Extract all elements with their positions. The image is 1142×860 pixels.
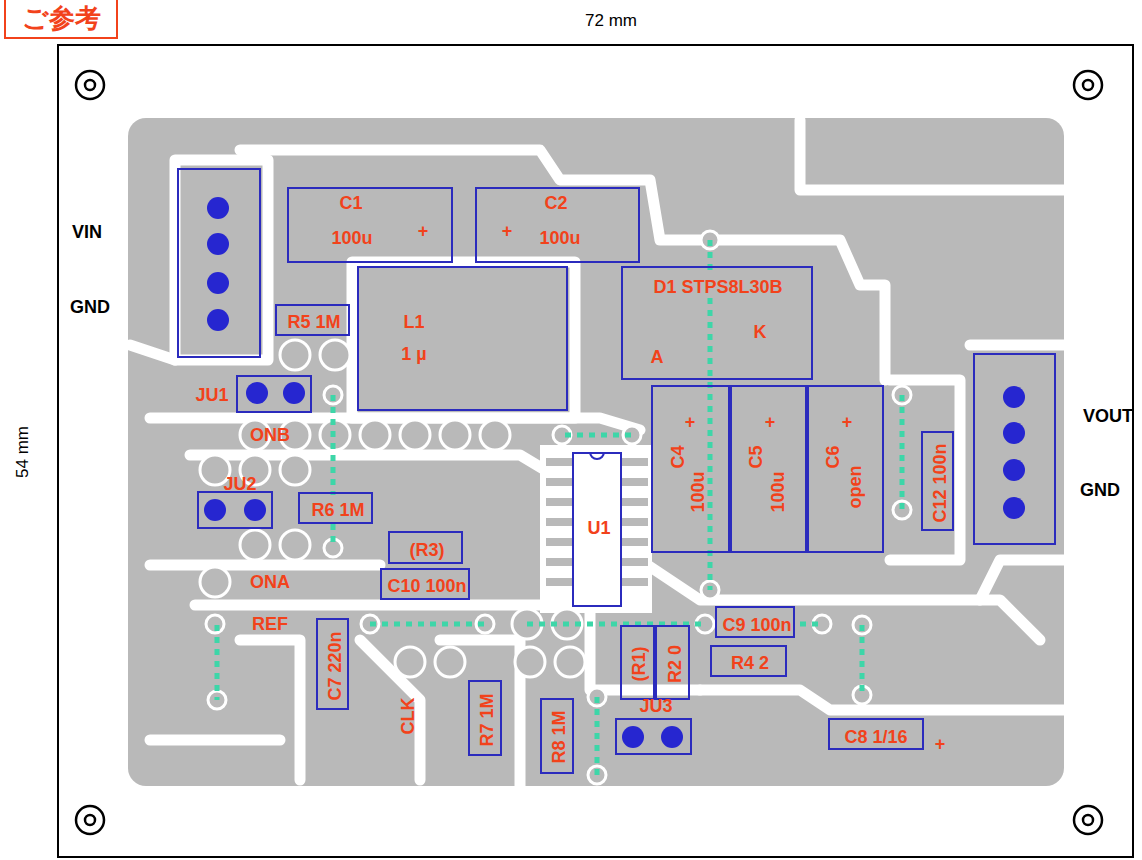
part-label: C10 100n xyxy=(387,577,466,595)
part-label: C7 220n xyxy=(326,631,344,700)
part-label: K xyxy=(754,323,767,341)
capacitor-outline: C1 100u + xyxy=(287,187,453,263)
part-label: 100u xyxy=(331,229,372,247)
resistor-outline: (R1) xyxy=(620,625,655,700)
u1-footprint xyxy=(540,445,652,613)
copper-pour xyxy=(128,118,1064,786)
part-label: JU3 xyxy=(639,697,672,715)
signal-name: ONB xyxy=(250,426,290,444)
part-label: + xyxy=(502,222,513,240)
stamp-text: ご参考 xyxy=(22,5,101,31)
capacitor-outline: C7 220n xyxy=(316,618,349,710)
part-label: C6 xyxy=(824,445,842,468)
part-label: 100u xyxy=(689,471,707,512)
part-label: 1 µ xyxy=(401,345,426,363)
dimension: 72 mm xyxy=(585,12,637,29)
input-connector: VINGND xyxy=(177,168,261,358)
part-label: 100u xyxy=(769,471,787,512)
output-connector: VOUTGND xyxy=(973,353,1056,545)
capacitor-outline: C10 100n xyxy=(380,568,470,600)
jumper-header: JU3 xyxy=(615,718,692,755)
dimension: 54 mm xyxy=(14,426,31,478)
capacitor-outline: C12 100n xyxy=(921,431,954,531)
part-label: R8 1M xyxy=(550,710,568,763)
capacitor-outline: + C4100u xyxy=(651,385,730,553)
mounting-holes xyxy=(76,71,1102,834)
capacitor-outline: +C5100u xyxy=(730,385,807,553)
stamp-frame xyxy=(5,0,117,38)
part-label: C4 xyxy=(669,445,687,468)
jumper-header: JU1 xyxy=(236,375,312,413)
isolation-gaps xyxy=(130,120,1064,790)
capacitor-outline: +C6open xyxy=(807,385,884,553)
part-label: + xyxy=(765,413,776,431)
resistor-outline: R4 2 xyxy=(710,645,787,677)
resistor-outline: R8 1M xyxy=(540,698,574,774)
board-outline xyxy=(58,45,1133,857)
ic-outline: U1 xyxy=(572,452,622,607)
resistor-outline: R5 1M xyxy=(275,304,350,336)
part-label: JU2 xyxy=(223,475,256,493)
resistor-outline: R6 1M xyxy=(298,492,373,524)
part-label: C1 xyxy=(339,194,362,212)
part-label: R7 1M xyxy=(478,693,496,746)
signal-name: CLK xyxy=(399,698,417,735)
part-label: C12 100n xyxy=(931,443,949,522)
part-label: (R1) xyxy=(630,647,648,682)
jumper-header: JU2 xyxy=(197,491,273,529)
part-label: D1 STPS8L30B xyxy=(653,278,782,296)
jumper-wires xyxy=(217,240,902,775)
capacitor-outline: C8 1/16+ xyxy=(828,718,924,750)
diode-outline: D1 STPS8L30B K A xyxy=(621,266,813,380)
part-label: L1 xyxy=(403,313,424,331)
part-label: (R3) xyxy=(410,541,445,559)
via-pads xyxy=(200,231,911,784)
part-label: open xyxy=(846,466,864,509)
resistor-outline: R7 1M xyxy=(468,680,502,756)
signal-name: REF xyxy=(252,615,288,633)
part-label: + xyxy=(685,413,696,431)
part-label: + xyxy=(842,413,853,431)
resistor-outline: (R3) xyxy=(388,531,463,564)
part-label: VIN xyxy=(72,223,102,241)
capacitor-outline: + C2 100u xyxy=(475,187,640,263)
part-label: C9 100n xyxy=(722,616,791,634)
capacitor-outline: C9 100n xyxy=(715,606,795,638)
signal-name: ONA xyxy=(250,573,290,591)
part-label: R2 0 xyxy=(666,645,684,683)
part-label: U1 xyxy=(587,519,610,537)
through-hole-pins xyxy=(204,197,1025,748)
part-label: + xyxy=(418,222,429,240)
part-label: R4 2 xyxy=(731,654,769,672)
part-label: GND xyxy=(70,298,110,316)
resistor-outline: R2 0 xyxy=(655,625,690,700)
part-label: JU1 xyxy=(195,386,228,404)
part-label: 100u xyxy=(539,229,580,247)
part-label: GND xyxy=(1080,481,1120,499)
part-label: R5 1M xyxy=(287,313,340,331)
part-label: C8 1/16 xyxy=(844,728,907,746)
part-label: C2 xyxy=(544,194,567,212)
inductor-outline: L1 1 µ xyxy=(357,266,568,411)
part-label: VOUT xyxy=(1083,407,1133,425)
part-label: R6 1M xyxy=(311,501,364,519)
part-label: A xyxy=(651,348,664,366)
part-label: + xyxy=(935,735,946,753)
part-label: C5 xyxy=(747,445,765,468)
